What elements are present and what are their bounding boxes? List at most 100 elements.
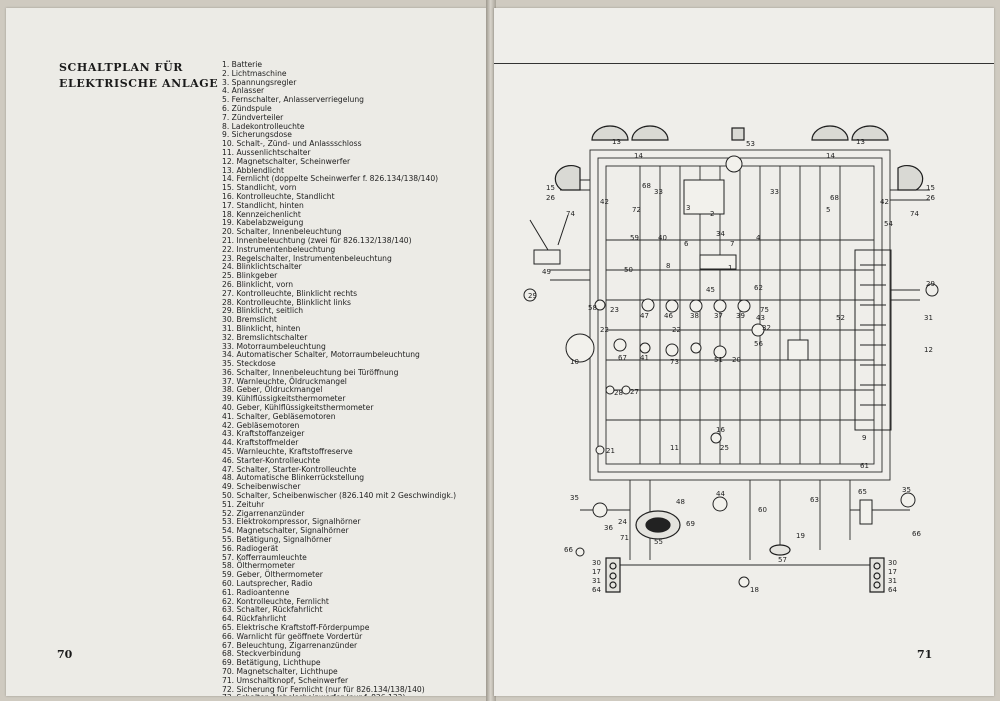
label-42: 42 [600,198,609,206]
label-47: 47 [640,312,649,320]
label-53: 53 [746,140,755,148]
right-page: 13 14 14 13 53 15 26 74 15 26 74 42 42 7… [494,8,994,696]
legend-item: 45. Warnleuchte, Kraftstoffreserve [222,447,353,457]
label-64b: 64 [888,586,897,594]
legend-item: 57. Kofferraumleuchte [222,552,307,562]
label-67: 67 [618,354,627,362]
legend-item: 63. Schalter, Rückfahrlicht [222,605,323,615]
label-66b: 66 [912,530,921,538]
label-13b: 13 [856,138,865,146]
label-30b: 30 [888,559,897,567]
legend-item: 12. Magnetschalter, Scheinwerfer [222,156,351,166]
label-31c: 31 [888,577,897,585]
legend-item: 13. Abblendlicht [222,165,284,175]
legend-item: 59. Geber, Ölthermometer [222,570,323,580]
legend-item: 51. Zeituhr [222,499,265,509]
legend-item: 17. Standlicht, hinten [222,200,304,210]
legend-item: 9. Sicherungsdose [222,130,292,140]
label-41: 41 [640,354,649,362]
legend-item: 26. Blinklicht, vorn [222,279,294,289]
label-60: 60 [758,506,767,514]
label-72: 72 [632,206,641,214]
page-title: SCHALTPLAN FÜR ELEKTRISCHE ANLAGE [59,60,218,92]
legend-item: 48. Automatische Blinkerrückstellung [222,473,365,483]
label-24: 24 [618,518,627,526]
label-36: 36 [604,524,613,532]
label-35b: 35 [902,486,911,494]
legend-item: 38. Geber, Öldruckmangel [222,385,323,395]
legend-item: 35. Steckdose [222,359,276,369]
label-11: 11 [670,444,679,452]
legend-item: 62. Kontrolleuchte, Fernlicht [222,596,329,606]
legend-item: 67. Beleuchtung, Zigarrenanzünder [222,640,358,650]
legend-item: 8. Ladekontrolleuchte [222,121,305,131]
label-57: 57 [778,556,787,564]
legend-item: 73. Schalter, Nebelscheinwerfer (nur f. … [222,694,456,696]
label-34: 34 [716,230,725,238]
legend-item: 5. Fernschalter, Anlasserverriegelung [222,95,364,105]
label-61: 61 [860,462,869,470]
label-19: 19 [796,532,805,540]
label-29b: 29 [926,280,935,288]
legend-item: 34. Automatischer Schalter, Motorraumbel… [222,350,420,360]
label-31: 31 [924,314,933,322]
label-9: 9 [862,434,866,442]
label-32: 32 [762,324,771,332]
legend-item: 11. Aussenlichtschalter [222,147,311,157]
label-48: 48 [676,498,685,506]
legend-item: 23. Regelschalter, Instrumentenbeleuchtu… [222,253,392,263]
legend-item: 42. Gebläsemotoren [222,420,300,430]
label-45: 45 [706,286,715,294]
book-gutter [486,0,496,701]
legend-item: 10. Schalt-, Zünd- und Anlassschloss [222,139,362,149]
title-line-1: SCHALTPLAN FÜR [59,61,184,74]
legend-item: 14. Fernlicht (doppelte Scheinwerfer f. … [222,174,439,184]
label-25: 25 [720,444,729,452]
label-26: 26 [546,194,555,202]
label-65: 65 [858,488,867,496]
legend-item: 66. Warnlicht für geöffnete Vordertür [222,631,363,641]
label-46: 46 [664,312,673,320]
label-74: 74 [566,210,575,218]
label-40: 40 [658,234,667,242]
label-69: 69 [686,520,695,528]
label-43: 43 [756,314,765,322]
legend-item: 33. Motorraumbeleuchtung [222,341,326,351]
label-49: 49 [542,268,551,276]
label-23: 23 [610,306,619,314]
label-22b: 22 [672,326,681,334]
label-68b: 68 [830,194,839,202]
label-17: 17 [592,568,601,576]
label-30: 30 [592,559,601,567]
label-35: 35 [570,494,579,502]
legend-item: 46. Starter-Kontrolleuchte [222,455,321,465]
legend-item: 16. Kontrolleuchte, Standlicht [222,191,335,201]
legend-item: 56. Radiogerät [222,543,279,553]
label-14: 14 [634,152,643,160]
rear-lamp-icons [605,544,885,593]
label-10: 10 [570,358,579,366]
label-27: 27 [630,388,639,396]
legend-item: 15. Standlicht, vorn [222,183,297,193]
wiper-icon [523,214,939,302]
legend-item: 71. Umschaltknopf, Scheinwerfer [222,675,349,685]
title-line-2: ELEKTRISCHE ANLAGE [59,77,219,90]
header-rule [494,63,994,64]
legend-item: 27. Kontrolleuchte, Blinklicht rechts [222,288,358,298]
label-44: 44 [716,490,725,498]
legend-item: 52. Zigarrenanzünder [222,508,305,518]
legend-item: 3. Spannungsregler [222,77,297,87]
label-64: 64 [592,586,601,594]
legend-item: 41. Schalter, Gebläsemotoren [222,411,336,421]
legend-item: 4. Anlasser [222,86,265,96]
legend-item: 1. Batterie [222,60,263,69]
label-52: 52 [836,314,845,322]
legend-item: 43. Kraftstoffanzeiger [222,429,305,439]
legend-item: 2. Lichtmaschine [222,68,287,78]
legend-item: 32. Bremslichtschalter [222,332,308,342]
legend-item: 53. Elektrokompressor, Signalhörner [222,517,361,527]
label-33: 33 [654,188,663,196]
legend-item: 20. Schalter, Innenbeleuchtung [222,227,342,237]
legend-item: 50. Schalter, Scheibenwischer (826.140 m… [222,491,457,501]
